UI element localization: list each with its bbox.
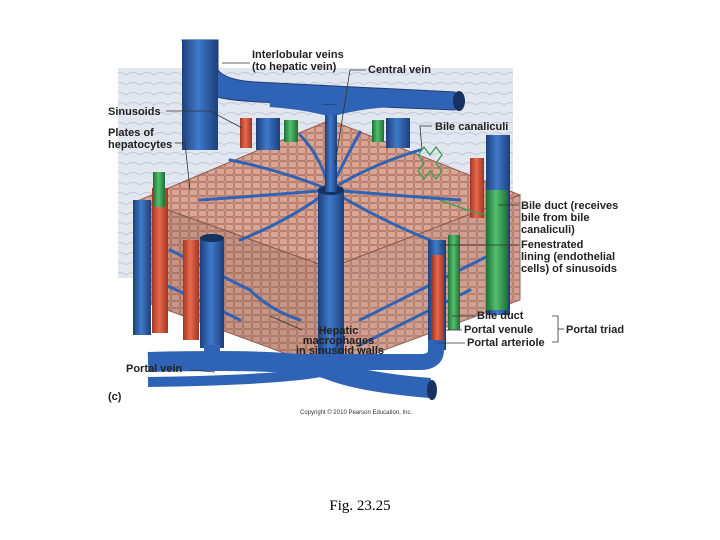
portal-triad-left — [133, 172, 224, 348]
label-fenestrated-lining: Fenestrated lining (endothelial cells) o… — [521, 239, 618, 275]
label-macrophages-l2: macrophages — [303, 335, 375, 347]
interlobular-veins — [181, 39, 465, 150]
leader-lines — [166, 62, 564, 373]
portal-triad-top — [240, 118, 410, 150]
label-bile-duct-receives: Bile duct (receives bile from bile canal… — [521, 200, 621, 236]
panel-label: (c) — [108, 391, 122, 403]
label-bile-canaliculi: Bile canaliculi — [435, 121, 508, 133]
label-interlobular-veins: Interlobular veins (to hepatic vein) — [252, 49, 347, 73]
label-plates-l2: hepatocytes — [108, 139, 172, 151]
label-fenestrated-l2: lining (endothelial — [521, 251, 615, 263]
figure-caption: Fig. 23.25 — [329, 498, 391, 514]
label-sinusoids: Sinusoids — [108, 106, 161, 118]
central-vein — [318, 100, 344, 365]
label-fenestrated-l1: Fenestrated — [521, 239, 583, 251]
label-plates-of-hepatocytes: Plates of hepatocytes — [108, 127, 172, 151]
label-macrophages-l3: in sinusoid walls — [296, 345, 384, 357]
bile-canaliculi — [417, 145, 487, 216]
label-macrophages-l1: Hepatic — [319, 325, 359, 337]
label-fenestrated-l3: cells) of sinusoids — [521, 263, 617, 275]
copyright-notice: Copyright © 2010 Pearson Education, Inc. — [300, 409, 412, 416]
label-central-vein: Central vein — [368, 64, 431, 76]
label-portal-venule: Portal venule — [464, 324, 533, 336]
label-bile-duct-receives-l1: Bile duct (receives — [521, 200, 618, 212]
label-hepatic-macrophages: Hepatic macrophages in sinusoid walls — [296, 325, 384, 357]
label-portal-triad: Portal triad — [566, 324, 624, 336]
label-plates-l1: Plates of — [108, 127, 154, 139]
label-bile-duct: Bile duct — [477, 310, 524, 322]
label-portal-arteriole: Portal arteriole — [467, 337, 545, 349]
label-portal-vein: Portal vein — [126, 363, 183, 375]
label-interlobular-veins-l1: Interlobular veins — [252, 49, 344, 61]
portal-vein — [147, 340, 444, 400]
label-bile-duct-receives-l2: bile from bile — [521, 212, 589, 224]
portal-triad-right — [428, 135, 510, 350]
label-bile-duct-receives-l3: canaliculi) — [521, 224, 575, 236]
label-interlobular-veins-l2: (to hepatic vein) — [252, 61, 337, 73]
